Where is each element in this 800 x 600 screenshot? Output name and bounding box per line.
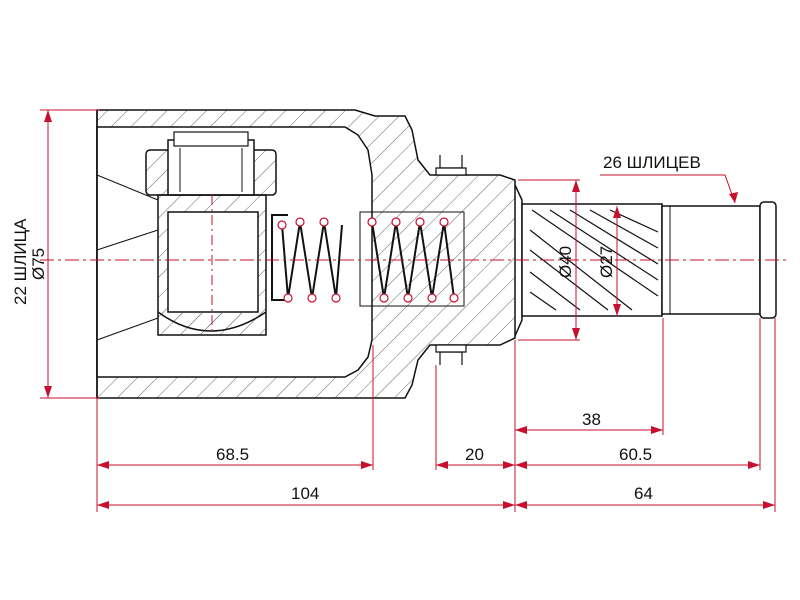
label-left-splines: 22 ШЛИЦА	[11, 218, 30, 305]
label-right-splines: 26 ШЛИЦЕВ	[603, 153, 701, 172]
dim-64: 64	[634, 484, 653, 503]
dim-38: 38	[582, 410, 601, 429]
dim-60-5: 60.5	[619, 445, 652, 464]
spring-assembly	[271, 211, 465, 307]
arrowheads	[44, 110, 775, 509]
spring-cup-left	[271, 214, 288, 301]
clamp-groove-bottom	[435, 344, 467, 365]
dim-68-5: 68.5	[216, 445, 249, 464]
label-shaft-dia-27: Ø27	[597, 246, 616, 278]
spring-right	[371, 221, 455, 299]
clamp-groove-top	[435, 155, 467, 176]
dimension-lines	[40, 109, 776, 512]
label-left-diameter: Ø75	[29, 248, 48, 280]
dim-104: 104	[291, 484, 319, 503]
dim-20: 20	[465, 445, 484, 464]
tripod-assembly	[145, 131, 277, 336]
label-shaft-dia-40: Ø40	[556, 246, 575, 278]
